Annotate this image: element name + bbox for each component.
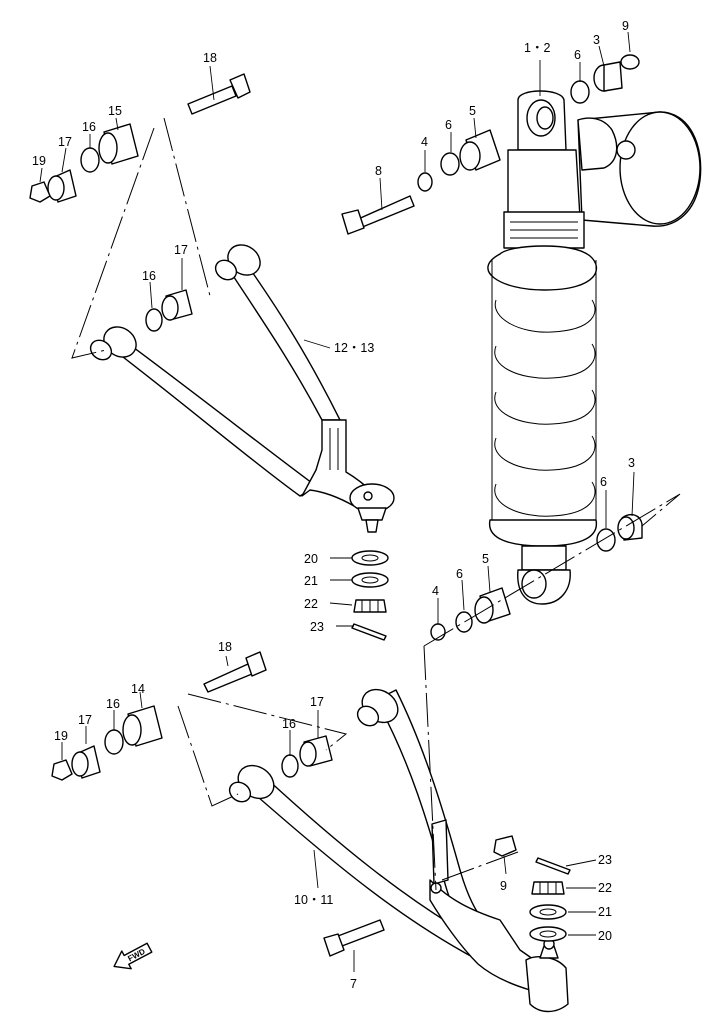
label-washer-top: 4 xyxy=(421,135,428,149)
label-cotter-pin-lower: 23 xyxy=(598,853,612,867)
assembly-lines xyxy=(71,117,681,891)
label-seal-bottom-a: 6 xyxy=(456,567,463,581)
shock-absorber xyxy=(487,90,702,605)
label-seal-upper-b: 16 xyxy=(142,269,156,283)
label-spacer-upper-b: 17 xyxy=(174,243,188,257)
ball-joint-hardware-upper xyxy=(351,550,389,641)
label-seal-lower-a: 16 xyxy=(106,697,120,711)
label-bearing-bottom: 5 xyxy=(482,552,489,566)
label-lower-arm: 10・11 xyxy=(294,893,333,907)
leader-lines xyxy=(39,31,635,972)
label-bolt-upper-arm: 18 xyxy=(203,51,217,65)
label-spacer-bottom: 3 xyxy=(628,456,635,470)
forward-arrow-icon: FWD xyxy=(113,942,153,970)
label-seal-top-a: 6 xyxy=(574,48,581,62)
label-bolt-lower-arm-pivot: 18 xyxy=(218,640,232,654)
label-shock-absorber: 1・2 xyxy=(524,41,550,55)
label-bearing-top: 5 xyxy=(469,104,476,118)
ball-joint-hardware-lower xyxy=(529,857,571,942)
label-bolt-shock-top: 8 xyxy=(375,164,382,178)
shock-bottom-hardware xyxy=(430,513,643,641)
label-bushing-upper: 15 xyxy=(108,104,122,118)
label-spacer-upper-a: 17 xyxy=(58,135,72,149)
label-washer2-upper-ball: 21 xyxy=(304,574,318,588)
label-washer-upper-ball: 20 xyxy=(304,552,318,566)
bolt-head-part-7 xyxy=(323,933,345,957)
label-castle-nut-lower: 22 xyxy=(598,881,612,895)
label-spacer-lower-b: 17 xyxy=(310,695,324,709)
upper-arm-pivot-hardware xyxy=(29,73,251,332)
label-seal-lower-b: 16 xyxy=(282,717,296,731)
part-labels: 1・2 3 9 6 5 6 4 8 18 15 16 17 19 17 16 1… xyxy=(32,19,635,991)
label-washer2-lower-ball: 21 xyxy=(598,905,612,919)
label-nut-lower-arm: 19 xyxy=(54,729,68,743)
label-upper-arm: 12・13 xyxy=(334,341,374,355)
label-seal-bottom-b: 6 xyxy=(600,475,607,489)
label-castle-nut-upper: 22 xyxy=(304,597,318,611)
label-bushing-lower: 14 xyxy=(131,682,145,696)
label-spacer-lower-a: 17 xyxy=(78,713,92,727)
label-nut-bottom: 9 xyxy=(500,879,507,893)
lower-a-arm xyxy=(228,688,569,1013)
label-washer-bottom: 4 xyxy=(432,584,439,598)
nut-part-9-lower xyxy=(493,835,517,857)
label-nut-top: 9 xyxy=(622,19,629,33)
label-cotter-pin-upper: 23 xyxy=(310,620,324,634)
lower-arm-pivot-hardware xyxy=(51,651,333,781)
shock-top-hardware xyxy=(341,54,640,235)
label-washer-lower-ball: 20 xyxy=(598,929,612,943)
label-nut-upper-arm: 19 xyxy=(32,154,46,168)
label-seal-upper-a: 16 xyxy=(82,120,96,134)
label-seal-top-b: 6 xyxy=(445,118,452,132)
label-bolt-lower-arm: 7 xyxy=(350,977,357,991)
bolt-part-7 xyxy=(337,919,385,947)
label-spacer-top: 3 xyxy=(593,33,600,47)
upper-a-arm xyxy=(89,244,395,533)
